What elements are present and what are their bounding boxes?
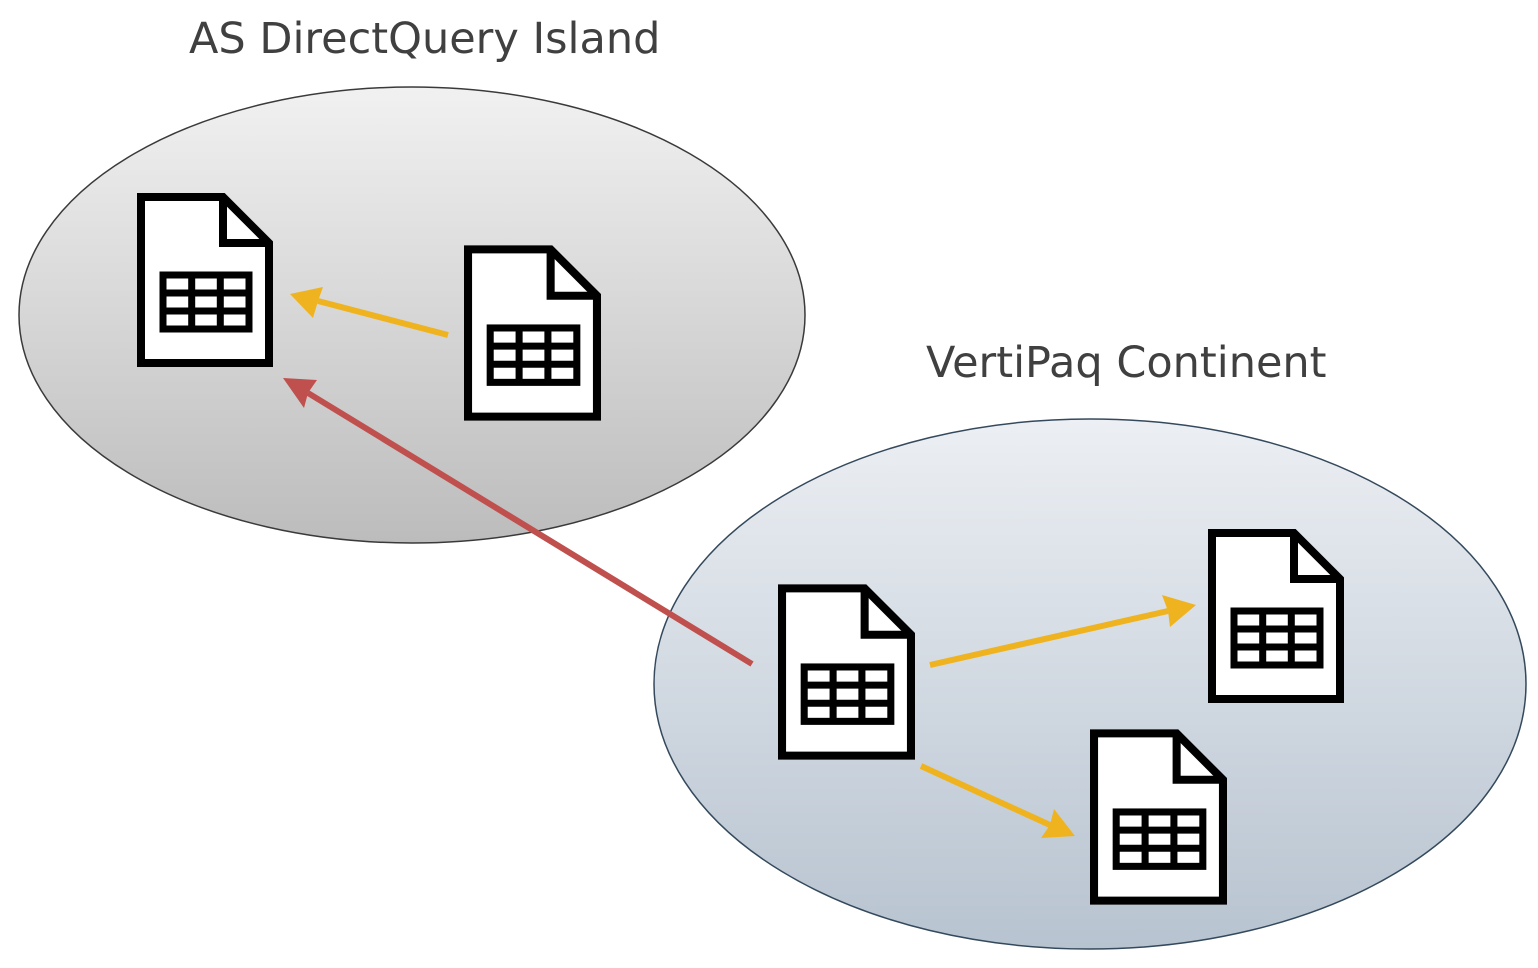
continent-table-1-icon — [782, 588, 911, 755]
relationship-local-continent-lower — [919, 763, 1075, 838]
relationship-local-island — [290, 287, 449, 338]
island-table-1-icon — [141, 197, 269, 363]
continent-table-3-icon — [1094, 733, 1223, 900]
island-group-shape — [18, 86, 806, 544]
relationship-cross-island — [283, 378, 754, 667]
relationship-local-continent-right — [929, 595, 1196, 668]
continent-group-title: VertiPaq Continent — [926, 338, 1327, 388]
island-group-title: AS DirectQuery Island — [189, 14, 661, 64]
island-table-2-icon — [468, 249, 597, 416]
continent-table-2-icon — [1212, 533, 1340, 699]
